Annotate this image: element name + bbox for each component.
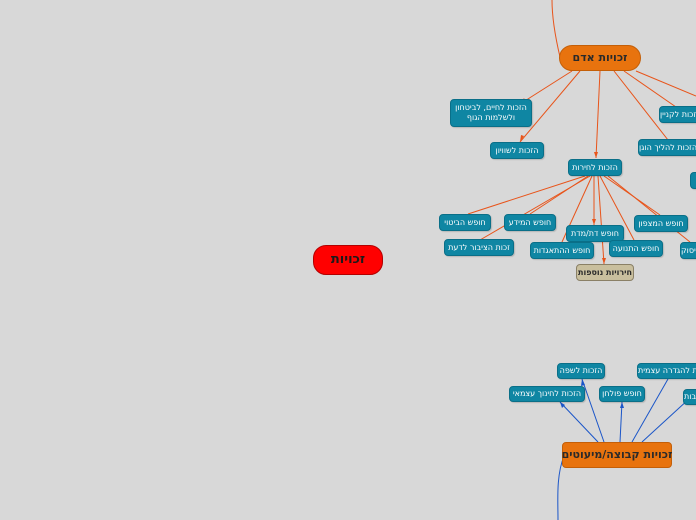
freedom-of-expression-node[interactable]: חופש הביטוי [439, 214, 491, 231]
right-to-life-node[interactable]: הזכות לחיים, לביטחון ולשלמות הגוף [450, 99, 532, 127]
connector-human-offscreen [635, 70, 696, 97]
arrow-assembly [620, 402, 624, 408]
arrow-religion [592, 219, 596, 225]
freedom-of-movement-node[interactable]: חופש התנועה [609, 240, 663, 257]
connector-human-freedom [595, 70, 601, 159]
freedom-of-conscience-node[interactable]: חופש המצפון [634, 215, 688, 232]
right-to-self-determination-node[interactable]: הזכות להגדרה עצמית [637, 363, 696, 379]
right-to-due-process-node[interactable]: הזכות להליך הוגן [638, 139, 696, 156]
connector-freedom-movement [599, 175, 635, 241]
group-rights-node[interactable]: זכויות קבוצה/מיעוטים [562, 442, 672, 468]
connector-human-equality [519, 70, 581, 143]
connector-group-education [559, 401, 599, 443]
arrow-freedom [594, 152, 598, 158]
right-to-freedom-node[interactable]: הזכות לחירות [568, 159, 622, 176]
root-node[interactable]: זכויות [313, 245, 383, 275]
right-to-independent-education-node[interactable]: הזכות לחינוך עצמאי [509, 386, 585, 402]
freedom-of-information-node[interactable]: חופש המידע [504, 214, 556, 231]
arrow-more [602, 258, 606, 264]
arrow-equality [520, 135, 524, 142]
human-rights-node[interactable]: זכויות אדם [559, 45, 641, 71]
offscreen-right-node[interactable] [690, 172, 696, 189]
freedom-of-association-node[interactable]: חופש ההתאגדות [530, 242, 594, 259]
right-to-equality-node[interactable]: הזכות לשוויון [490, 142, 544, 159]
connector-group-self-determination [631, 378, 669, 443]
connector-human-life [519, 70, 573, 105]
freedom-of-occupation-node[interactable]: חופש העיסוק [680, 242, 696, 259]
public-right-to-know-node[interactable]: זכות הציבור לדעת [444, 239, 514, 256]
connector-group-assembly [619, 401, 623, 443]
freedom-of-worship-node[interactable]: חופש פולחן [599, 386, 645, 402]
connector-top-to-human-rights [551, 0, 561, 58]
connector-human-due-process [613, 70, 669, 141]
connector-freedom-public-know [479, 175, 591, 241]
right-to-property-node[interactable]: זכות לקניין [659, 106, 696, 123]
connector-human-property [623, 70, 677, 108]
connector-group-language [581, 378, 605, 443]
connector-freedom-expression [467, 175, 586, 215]
freedom-of-religion-node[interactable]: חופש דת/מדת [566, 225, 624, 242]
arrow-education [560, 402, 565, 408]
connector-group-culture [641, 397, 691, 443]
more-freedoms-node[interactable]: חירויות נוספות [576, 264, 634, 281]
right-to-culture-node[interactable]: זכות לתרבות [683, 389, 696, 405]
connector-freedom-more [597, 175, 605, 265]
right-to-language-node[interactable]: הזכות לשפה [557, 363, 605, 379]
arrow-language [581, 379, 585, 386]
